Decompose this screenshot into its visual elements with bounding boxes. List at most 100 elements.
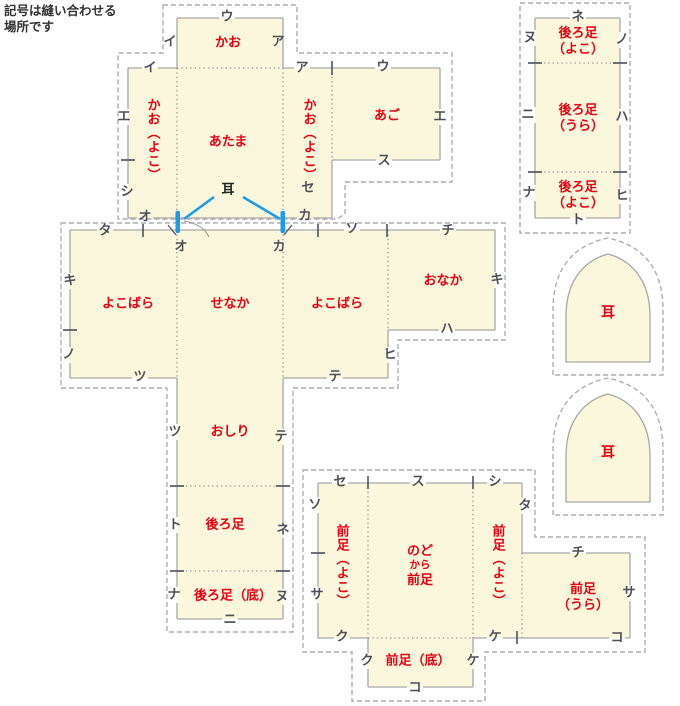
- piece-label-mimi-1: 耳: [601, 303, 615, 320]
- marker-ta-2: タ: [518, 497, 532, 513]
- corner-notches: [167, 224, 293, 236]
- marker-hi-2: ヒ: [615, 187, 629, 203]
- ear-annotation-label: 耳: [221, 181, 235, 197]
- marker-ne-1: ネ: [276, 521, 290, 537]
- marker-ne-2: ネ: [571, 8, 585, 24]
- ear2-cut-line: [552, 377, 664, 516]
- marker-se-2: セ: [333, 473, 347, 489]
- label-line: 後ろ足: [558, 24, 598, 40]
- marker-ha-2: ハ: [615, 108, 629, 124]
- marker-ki-2: キ: [490, 271, 504, 287]
- head-cut-line: [117, 4, 453, 220]
- piece-label-ago: あご: [373, 107, 401, 123]
- marker-hi-1: ヒ: [383, 346, 397, 362]
- label-line: から: [409, 559, 431, 572]
- piece-label-yokobara-right: よこばら: [310, 295, 364, 311]
- ear-pointer-right: [242, 195, 281, 221]
- piece-label-kao-yoko-right: かお（よこ）: [301, 98, 317, 182]
- caption-line2: 場所です: [4, 20, 55, 35]
- marker-tsu-2: ツ: [168, 423, 182, 439]
- marker-nu-2: ヌ: [523, 29, 537, 45]
- marker-no-1: ノ: [62, 346, 76, 362]
- ear-pointer-left: [183, 195, 215, 221]
- marker-chi-1: チ: [441, 222, 455, 238]
- marker-u-1: ウ: [220, 8, 234, 24]
- ticks: [63, 61, 627, 644]
- piece-label-onaka: おなか: [423, 272, 463, 288]
- marker-ta-1: タ: [98, 222, 112, 238]
- marker-sa-2: サ: [622, 584, 636, 600]
- ear2-outline: [565, 393, 651, 503]
- marker-te-2: テ: [274, 428, 288, 444]
- marker-u-2: ウ: [376, 58, 390, 74]
- seam-lines: [176, 62, 620, 639]
- head-seams: [176, 67, 333, 218]
- piece-label-nodo-maeashi: のど から 前足: [407, 543, 433, 589]
- label-line: （よこ）: [551, 41, 605, 56]
- ear1-cut-line: [552, 237, 664, 376]
- marker-to-1: ト: [168, 516, 182, 532]
- marker-to-2: ト: [571, 211, 585, 227]
- frontleg-outline: [317, 482, 631, 688]
- marker-i-2: イ: [143, 59, 157, 75]
- ear-tick-right: [280, 211, 285, 233]
- marker-shi-1: シ: [120, 183, 134, 199]
- piece-label-yokobara-left: よこばら: [101, 295, 155, 311]
- ear1-fill: [566, 254, 650, 362]
- marker-na-2: ナ: [522, 184, 536, 200]
- piece-label-ushiroashi-yoko-bottom: 後ろ足 （よこ）: [552, 179, 604, 212]
- marker-ko-1: コ: [408, 679, 422, 695]
- piece-label-maeashi-yoko-right: 前足（よこ）: [490, 524, 506, 608]
- piece-label-maeashi-ura: 前足 （うら）: [557, 581, 609, 614]
- piece-label-ushiroashi-ura: 後ろ足 （うら）: [552, 102, 604, 135]
- tick-marks: [63, 61, 627, 644]
- marker-te-1: テ: [328, 368, 342, 384]
- marker-o-1: オ: [138, 208, 152, 224]
- ear-dart-arc: [183, 220, 210, 238]
- marker-e-1: エ: [117, 108, 131, 124]
- ear-tick-left: [175, 211, 180, 233]
- frontleg-group-fill: [318, 483, 630, 687]
- marker-su-1: ス: [377, 152, 391, 168]
- marker-ko-2: コ: [610, 629, 624, 645]
- caption-note: 記号は縫い合わせる 場所です: [4, 3, 117, 36]
- marker-ke-1: ケ: [488, 628, 502, 644]
- marker-so-2: ソ: [308, 496, 322, 512]
- backleg-strip-cut-line: [519, 2, 631, 234]
- piece-label-kao-yoko-left: かお（よこ）: [145, 98, 161, 182]
- piece-label-atama: あたま: [208, 133, 248, 149]
- torso-cut-line: [60, 222, 506, 633]
- ear1-outline: [565, 253, 651, 363]
- piece-label-ushiroashi-yoko-top: 後ろ足 （よこ）: [552, 25, 604, 58]
- marker-tsu-1: ツ: [133, 368, 147, 384]
- caption-line1: 記号は縫い合わせる: [4, 4, 117, 18]
- marker-a-2: ア: [295, 59, 309, 75]
- piece-label-maeashi-soko: 前足（底）: [385, 652, 451, 668]
- label-line: 前足: [406, 572, 434, 588]
- label-line: 後ろ足: [558, 178, 598, 194]
- strip-seams: [535, 62, 620, 173]
- piece-label-oshiri: おしり: [210, 423, 250, 439]
- marker-i-1: イ: [163, 33, 177, 49]
- marker-ke-2: ケ: [466, 652, 480, 668]
- backleg-strip-outline: [534, 17, 621, 219]
- backleg-strip-fill: [535, 18, 620, 218]
- piece-label-senaka: せなか: [210, 295, 250, 311]
- head-outline: [127, 17, 441, 219]
- marker-so-1: ソ: [345, 220, 359, 236]
- piece-label-mimi-2: 耳: [601, 443, 615, 460]
- label-line: （うら）: [551, 118, 605, 133]
- marker-ku-2: ク: [360, 652, 374, 668]
- marker-e-2: エ: [433, 108, 447, 124]
- marker-nu-1: ヌ: [275, 588, 289, 604]
- marker-ka-1: カ: [298, 207, 312, 223]
- marker-a-1: ア: [271, 33, 285, 49]
- label-line: （うら）: [556, 597, 610, 612]
- marker-sa-1: サ: [310, 586, 324, 602]
- marker-ku-1: ク: [335, 628, 349, 644]
- label-line: 後ろ足: [558, 101, 598, 117]
- torso-outline: [69, 229, 496, 620]
- piece-label-kao: かお: [214, 34, 242, 50]
